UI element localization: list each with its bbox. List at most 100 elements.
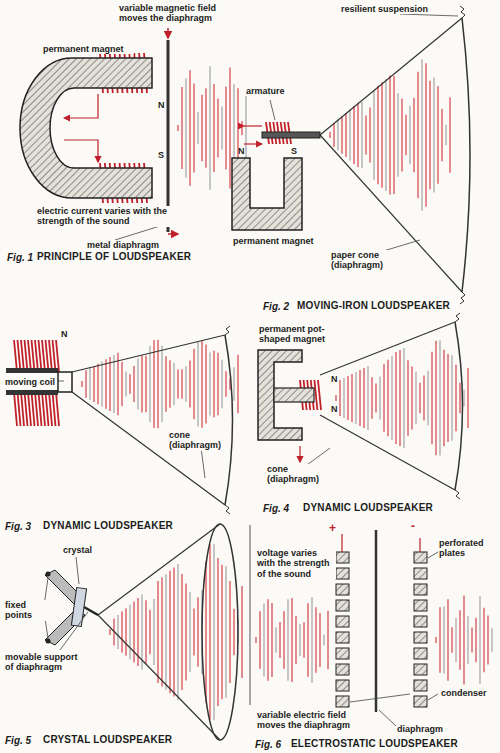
drawing-line [115, 226, 160, 240]
drawing-rect [414, 648, 427, 659]
drawing-line [14, 340, 17, 372]
drawing-line [263, 603, 264, 676]
drawing-path [462, 18, 470, 292]
drawing-line [121, 362, 122, 407]
drawing-line [447, 354, 448, 442]
pole-label: N [330, 404, 339, 414]
drawing-rect [336, 568, 349, 579]
part-label: permanent magnet [42, 44, 134, 54]
drawing-line [201, 95, 202, 162]
drawing-line [270, 100, 275, 120]
drawing-line [42, 392, 45, 426]
drawing-line [467, 368, 468, 428]
drawing-path [232, 158, 302, 230]
drawing-rect [336, 680, 349, 691]
drawing-line [463, 390, 464, 407]
drawing-line [413, 98, 414, 173]
drawing-line [197, 112, 198, 143]
drawing-line [185, 366, 186, 402]
part-label: armature [245, 86, 286, 96]
part-label: crystal [62, 545, 93, 555]
drawing-line [221, 106, 222, 149]
drawing-line [189, 360, 190, 407]
drawing-line [35, 392, 38, 426]
drawing-line [177, 369, 178, 398]
drawing-line [81, 381, 82, 387]
drawing-line [311, 597, 312, 683]
figure-caption: DYNAMIC LOUDSPEAKER [42, 520, 174, 532]
drawing-line [347, 376, 348, 420]
drawing-rect [414, 680, 427, 691]
drawing-line [56, 392, 59, 426]
drawing-line [367, 366, 368, 430]
drawing-line [167, 40, 170, 232]
drawing-rect [336, 648, 349, 659]
drawing-line [209, 544, 210, 719]
drawing-line [28, 340, 31, 372]
drawing-path [64, 94, 98, 118]
drawing-line [245, 88, 246, 169]
drawing-path [341, 538, 342, 552]
drawing-line [409, 106, 410, 164]
drawing-line [229, 67, 230, 188]
drawing-line [39, 392, 42, 426]
drawing-g [336, 552, 427, 707]
drawing-line [177, 125, 178, 131]
drawing-line [339, 380, 340, 416]
drawing-line [299, 624, 300, 656]
drawing-line [455, 618, 456, 662]
drawing-line [291, 598, 292, 682]
drawing-line [167, 28, 169, 38]
drawing-line [299, 446, 300, 462]
drawing-line [363, 368, 364, 428]
drawing-line [32, 340, 35, 372]
drawing-line [241, 586, 242, 678]
drawing-line [76, 557, 79, 584]
callout-text: variable magnetic field moves the diaphr… [118, 3, 242, 24]
drawing-line [149, 610, 150, 655]
drawing-line [18, 340, 21, 372]
drawing-line [439, 607, 440, 673]
drawing-line [327, 611, 328, 670]
drawing-line [487, 615, 488, 664]
drawing-line [303, 622, 304, 658]
drawing-line [399, 350, 400, 446]
drawing-line [32, 392, 35, 426]
drawing-line [337, 120, 338, 151]
drawing-path [460, 6, 465, 18]
drawing-line [351, 374, 352, 422]
part-label: metal diaphragm [86, 240, 160, 250]
drawing-line [49, 392, 52, 426]
drawing-line [197, 342, 198, 427]
drawing-line [177, 564, 178, 700]
drawing-line [435, 341, 436, 455]
drawing-line [447, 599, 448, 680]
drawing-line [443, 350, 444, 446]
drawing-line [350, 694, 410, 702]
drawing-line [14, 392, 17, 426]
drawing-rect [336, 632, 349, 643]
drawing-rect [414, 632, 427, 643]
drawing-line [455, 365, 456, 431]
drawing-line [117, 353, 118, 416]
drawing-line [141, 595, 142, 670]
drawing-line [379, 710, 396, 726]
drawing-line [145, 356, 146, 412]
drawing-rect [336, 552, 349, 563]
part-label: resilient suspension [340, 4, 429, 14]
drawing-line [85, 370, 86, 397]
drawing-line [463, 595, 464, 684]
drawing-line [279, 622, 280, 658]
drawing-line [428, 694, 438, 700]
drawing-line [389, 76, 390, 195]
drawing-line [427, 371, 428, 426]
drawing-line [58, 381, 64, 382]
drawing-line [343, 378, 344, 418]
drawing-line [217, 98, 218, 157]
drawing-ellipse [202, 524, 238, 740]
drawing-path [64, 140, 98, 162]
drawing-line [320, 135, 462, 292]
part-label: permanent magnet [232, 236, 326, 246]
drawing-line [117, 615, 118, 649]
